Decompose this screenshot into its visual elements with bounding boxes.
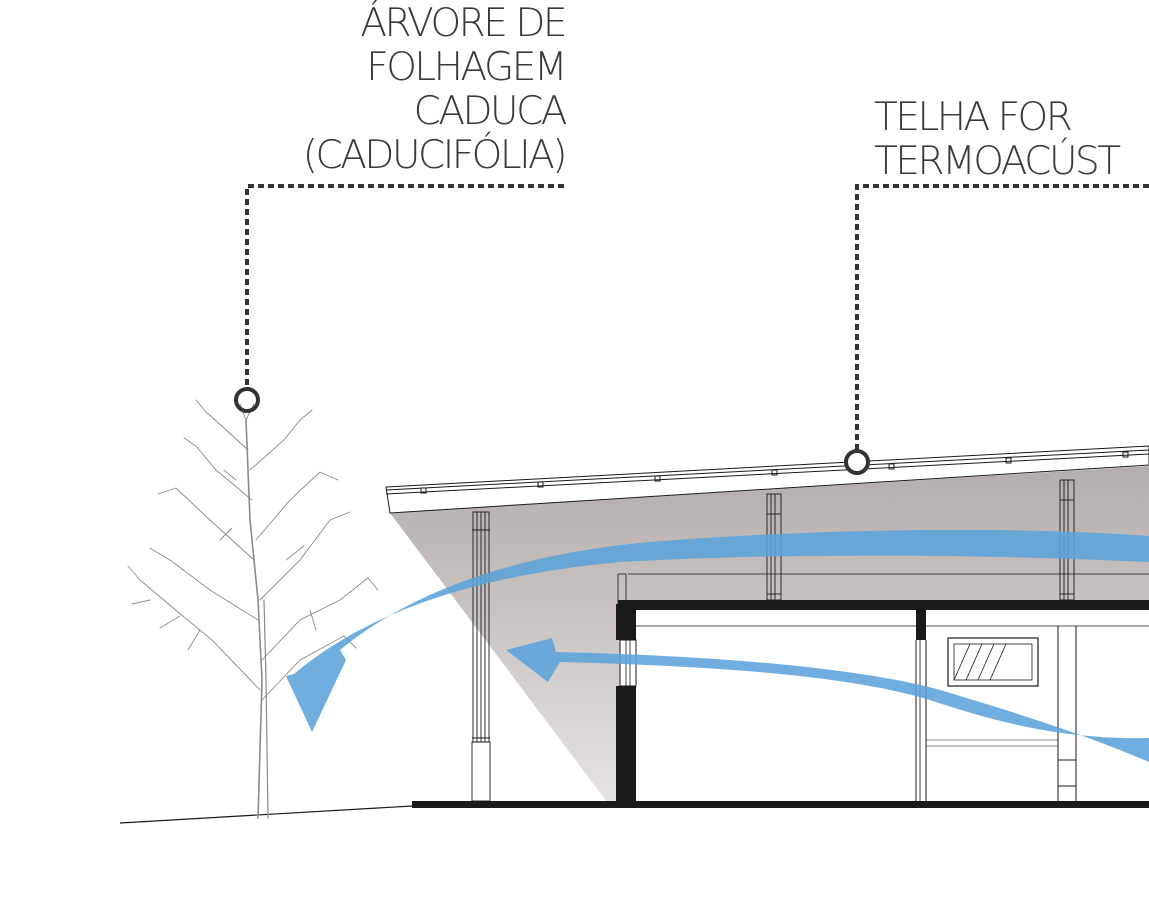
tree-leader-line — [245, 184, 564, 388]
roof-shadow-area — [390, 466, 1149, 806]
floor-slab — [412, 801, 1149, 808]
roof-annotation-label: TELHA FOR TERMOACÚST — [874, 95, 1121, 184]
roof-leader-marker — [844, 449, 870, 475]
window — [947, 637, 1039, 687]
tree-leader-marker — [234, 387, 260, 413]
ceiling-beam-lines — [618, 573, 1149, 627]
tree-annotation-label: ÁRVORE DE FOLHAGEM CADUCA (CADUCIFÓLIA) — [302, 1, 568, 178]
roof-leader-line — [855, 184, 1149, 450]
left-exterior-wall — [616, 573, 637, 806]
tree-label-line-2: FOLHAGEM — [366, 45, 567, 90]
right-partition — [926, 626, 1077, 801]
tree-label-line-3: CADUCA — [413, 89, 568, 134]
deciduous-tree — [127, 399, 379, 819]
interior-wall — [915, 606, 927, 801]
ground-line — [119, 805, 413, 824]
tree-label-line-1: ÁRVORE DE — [360, 1, 567, 46]
airflow-arrow-upper — [286, 529, 1149, 732]
roof-tile-assembly — [385, 445, 1149, 514]
roof-label-line-1: TELHA FOR — [874, 95, 1073, 140]
column-left — [471, 511, 491, 802]
tree-label-line-4: (CADUCIFÓLIA) — [302, 133, 568, 178]
roof-label-line-2: TERMOACÚST — [874, 139, 1121, 184]
